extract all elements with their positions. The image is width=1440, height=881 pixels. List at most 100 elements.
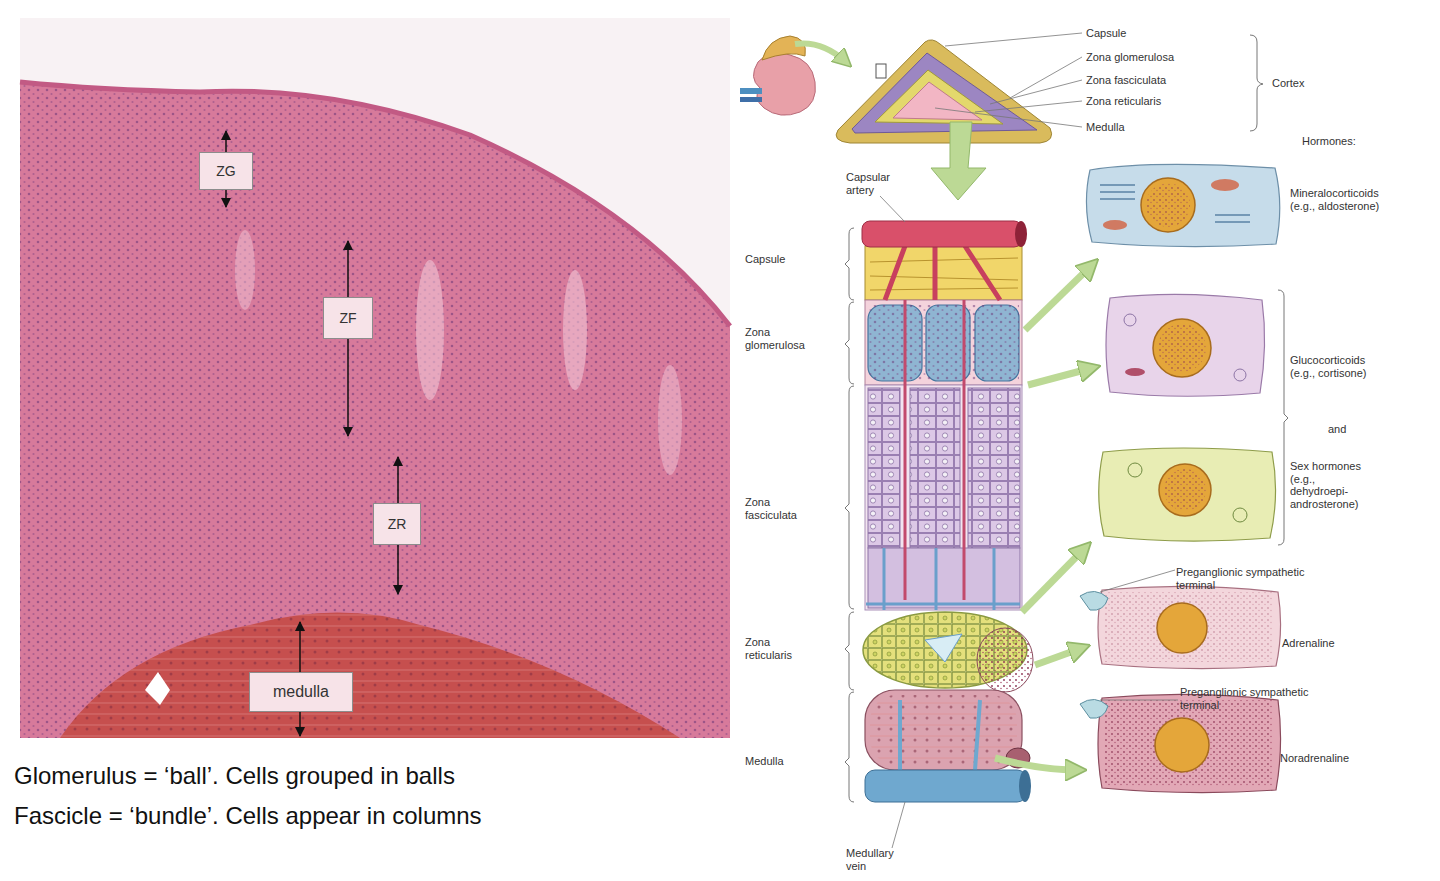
leader-line [1100, 700, 1178, 701]
cell-column [910, 388, 960, 548]
mitochondrion [1125, 368, 1145, 376]
leader-line [1010, 57, 1082, 98]
part-label: Zona reticularis [745, 636, 809, 661]
zoom-arrow [931, 122, 986, 200]
pointer-arrow [1028, 368, 1092, 385]
reticularis-cell [1099, 448, 1276, 541]
vessel-lumen [145, 672, 170, 705]
background-space [20, 18, 730, 326]
lipid-droplet [1233, 508, 1247, 522]
part-label: Zona reticularis [1086, 95, 1246, 108]
glomerulosa-layer [865, 300, 1022, 385]
part-label: Medullary vein [846, 847, 908, 872]
nucleus [1141, 178, 1195, 232]
sinusoid [416, 260, 444, 400]
zone-abbreviation: ZR [388, 516, 407, 532]
micrograph-tissue [20, 18, 730, 738]
cell-column [968, 388, 1020, 548]
lipid-droplet [1234, 369, 1246, 381]
nucleus [1157, 603, 1207, 653]
sinusoid-lumen [925, 634, 962, 662]
mitochondrion [1103, 220, 1127, 230]
kidney [753, 53, 815, 116]
chromaffin-cluster [977, 628, 1033, 692]
part-label: Medulla [745, 755, 825, 768]
capsule-edge [20, 82, 730, 326]
part-label: Capsular artery [846, 171, 906, 196]
leader-line [975, 101, 1082, 112]
venule [900, 700, 980, 770]
part-label: Hormones: [1302, 135, 1392, 148]
cell-column-base [868, 548, 1020, 608]
part-label: and [1328, 423, 1368, 436]
pointer-arrow [795, 43, 846, 62]
zone-bracket [845, 228, 854, 300]
leader-line [945, 33, 1082, 46]
part-label: Noradrenaline [1280, 752, 1380, 765]
zone-label-box: ZG [199, 152, 253, 190]
capsular-artery [862, 221, 1022, 247]
cross-section-medulla [893, 82, 982, 120]
zone-label-box: ZR [373, 503, 421, 545]
artery-end [1015, 221, 1027, 247]
part-label: Adrenaline [1282, 637, 1382, 650]
zone-bracket [845, 692, 854, 802]
sinusoid [658, 365, 682, 475]
micrograph-medulla [60, 613, 680, 739]
part-label: Capsule [745, 253, 835, 266]
zone-abbreviation: medulla [273, 683, 329, 701]
part-label: Capsule [1086, 27, 1246, 40]
nucleus [1153, 319, 1211, 377]
leader-line [880, 196, 905, 222]
renal-vessel [740, 88, 762, 94]
sinusoid-vein [866, 548, 1020, 610]
part-label: Preganglionic sympathetic terminal [1176, 566, 1336, 591]
part-label: Sex hormones (e.g., dehydroepi- androste… [1290, 460, 1374, 511]
part-label: Medulla [1086, 121, 1246, 134]
part-label: Zona fasciculata [745, 496, 809, 521]
medulla-cells [870, 695, 1017, 765]
zone-bracket [845, 612, 854, 690]
nucleus [1155, 718, 1209, 772]
zone-label-box: medulla [249, 672, 353, 712]
detail-box [876, 64, 886, 78]
renal-vessel [740, 97, 762, 102]
fasciculata-cell [1106, 294, 1265, 396]
cluster-nuclei [868, 305, 1019, 381]
lipid-droplet [1128, 463, 1142, 477]
vein-end [1019, 770, 1031, 802]
cell-column [868, 388, 900, 548]
zone-abbreviation: ZG [216, 163, 235, 179]
chromatin [1164, 469, 1206, 511]
zone-bracket [845, 386, 854, 609]
part-label: Cortex [1272, 77, 1352, 90]
chromatin [1146, 183, 1190, 227]
pointer-arrow [1022, 548, 1085, 612]
pointer-arrow [995, 758, 1078, 770]
part-label: Zona fasciculata [1086, 74, 1246, 87]
zone-bracket [845, 302, 854, 384]
adrenaline-cell [1098, 586, 1281, 668]
glomerulosa-cell [1086, 164, 1279, 246]
nerve-terminal [1080, 699, 1108, 718]
part-label: Glucocorticoids (e.g., cortisone) [1290, 354, 1386, 379]
leader-line [1100, 570, 1175, 592]
medulla-texture [60, 613, 680, 739]
nerve-terminal [1080, 591, 1108, 610]
caption-note: Glomerulus = ‘ball’. Cells grouped in ba… [14, 762, 734, 791]
caption-note: Fascicle = ‘bundle’. Cells appear in col… [14, 802, 734, 831]
chromatin [1158, 324, 1206, 372]
adrenal-gland [762, 36, 805, 60]
secretory-granules [1105, 700, 1273, 786]
part-label: Zona glomerulosa [745, 326, 809, 351]
sinusoid [235, 230, 255, 310]
secretory-granules [1105, 592, 1273, 662]
medullary-vein [865, 770, 1027, 802]
sinusoid [563, 270, 587, 390]
cortex-bracket [1250, 35, 1263, 131]
nuclei-texture [20, 18, 730, 738]
mitochondrion [1211, 179, 1239, 191]
part-label: Zona glomerulosa [1086, 51, 1246, 64]
